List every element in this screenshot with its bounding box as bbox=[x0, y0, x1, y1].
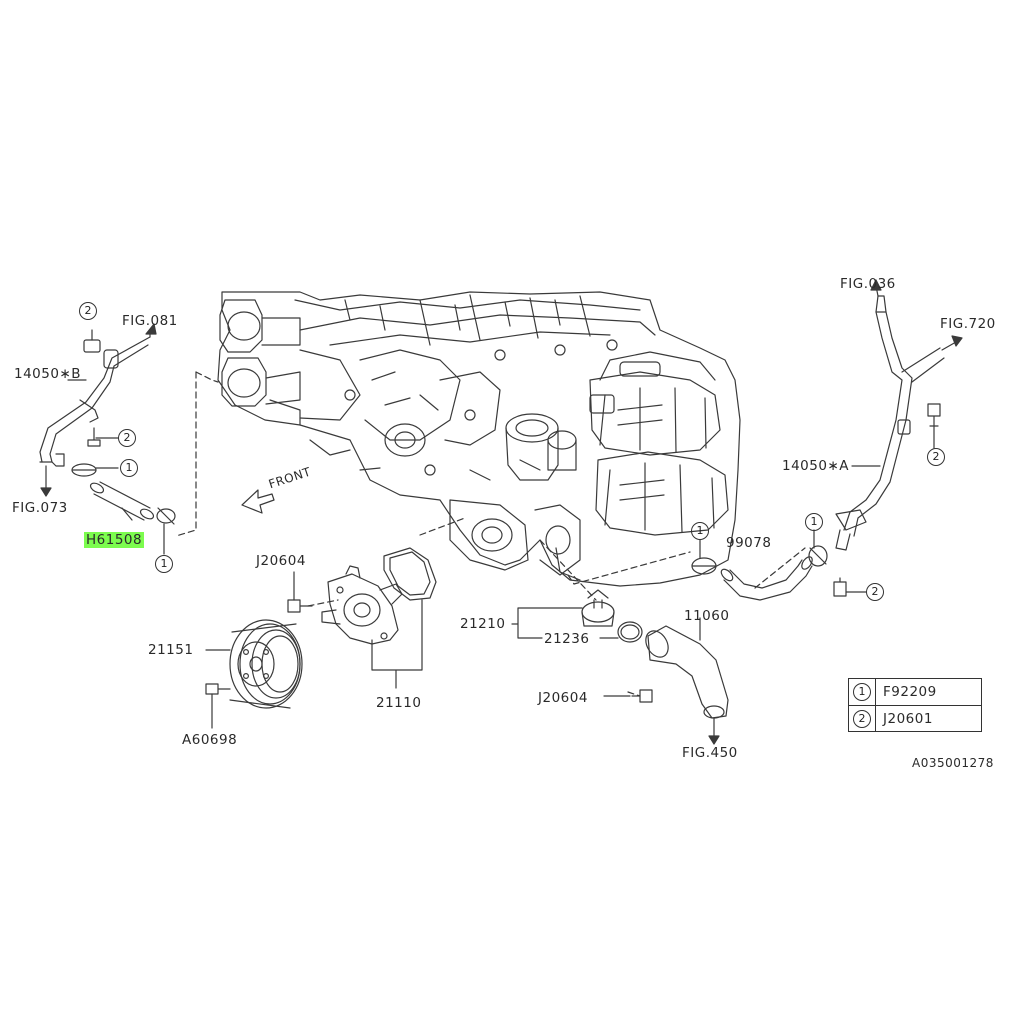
legend-index: 2 bbox=[853, 710, 871, 728]
clamp-99078-right bbox=[808, 545, 828, 567]
callout-2-mid-left[interactable]: 2 bbox=[118, 429, 136, 447]
pipe-11060 bbox=[645, 617, 729, 719]
arrow-fig081 bbox=[145, 323, 157, 338]
label-hose-14050a[interactable]: 14050∗A bbox=[782, 458, 849, 474]
engine-assembly bbox=[217, 291, 741, 587]
label-hose-14050b[interactable]: 14050∗B bbox=[14, 366, 82, 382]
bolt-lower-right bbox=[833, 577, 847, 597]
label-fig-081[interactable]: FIG.081 bbox=[122, 313, 178, 329]
callout-1-lower-left[interactable]: 1 bbox=[155, 555, 173, 573]
legend-code[interactable]: J20601 bbox=[883, 711, 933, 727]
front-arrow bbox=[241, 489, 275, 514]
legend-index: 1 bbox=[853, 683, 871, 701]
callout-1-hose-99078[interactable]: 1 bbox=[691, 522, 709, 540]
legend-row: 2 J20601 bbox=[849, 705, 981, 732]
bolt-j20604-bottom bbox=[631, 689, 653, 703]
clamp-99078-left bbox=[691, 557, 717, 575]
dashed-leaders bbox=[175, 371, 806, 697]
water-pump-21110 bbox=[321, 565, 403, 645]
callout-2-lower-right[interactable]: 2 bbox=[866, 583, 884, 601]
label-j20604-top[interactable]: J20604 bbox=[256, 553, 306, 569]
legend-index-cell: 2 bbox=[849, 706, 876, 732]
arrow-fig036 bbox=[870, 279, 882, 297]
label-21110[interactable]: 21110 bbox=[376, 695, 422, 711]
label-a60698[interactable]: A60698 bbox=[182, 732, 238, 748]
hose-99078 bbox=[720, 556, 813, 601]
callout-1-right[interactable]: 1 bbox=[805, 513, 823, 531]
label-21151[interactable]: 21151 bbox=[148, 642, 194, 658]
legend-code[interactable]: F92209 bbox=[883, 684, 937, 700]
label-fig-450[interactable]: FIG.450 bbox=[682, 745, 738, 761]
bolt-a60698 bbox=[205, 683, 231, 695]
label-fig-073[interactable]: FIG.073 bbox=[12, 500, 68, 516]
highlight-h61508: H61508 bbox=[84, 532, 145, 548]
label-99078[interactable]: 99078 bbox=[726, 535, 772, 551]
bolt-upper-right bbox=[927, 403, 941, 427]
clamp-lower-left bbox=[156, 507, 176, 525]
callout-1-left[interactable]: 1 bbox=[120, 459, 138, 477]
label-h61508[interactable]: H61508 bbox=[84, 532, 145, 548]
pump-gasket bbox=[383, 547, 437, 601]
label-j20604-bottom[interactable]: J20604 bbox=[538, 690, 588, 706]
bolt-j20604-top bbox=[287, 599, 313, 613]
hose-14050a bbox=[835, 295, 945, 551]
tube-h61508 bbox=[89, 481, 155, 521]
hose-14050b bbox=[39, 329, 151, 467]
clamp-upper-left bbox=[71, 463, 97, 477]
callout-2-top-left[interactable]: 2 bbox=[79, 302, 97, 320]
callout-2-upper-right[interactable]: 2 bbox=[927, 448, 945, 466]
arrow-fig073 bbox=[40, 465, 52, 497]
label-fig-036[interactable]: FIG.036 bbox=[840, 276, 896, 292]
label-fig-720[interactable]: FIG.720 bbox=[940, 316, 996, 332]
thermostat-gasket-21236 bbox=[617, 621, 643, 643]
arrow-fig720 bbox=[941, 335, 963, 351]
pulley-21151 bbox=[229, 619, 303, 709]
drawing-id: A035001278 bbox=[912, 756, 994, 770]
legend-row: 1 F92209 bbox=[849, 679, 981, 705]
legend-index-cell: 1 bbox=[849, 679, 876, 705]
thermostat-21210 bbox=[581, 589, 615, 627]
label-21210[interactable]: 21210 bbox=[460, 616, 506, 632]
label-21236[interactable]: 21236 bbox=[544, 631, 590, 647]
arrow-fig450 bbox=[708, 717, 720, 745]
label-11060[interactable]: 11060 bbox=[684, 608, 730, 624]
legend-table: 1 F92209 2 J20601 bbox=[848, 678, 982, 732]
